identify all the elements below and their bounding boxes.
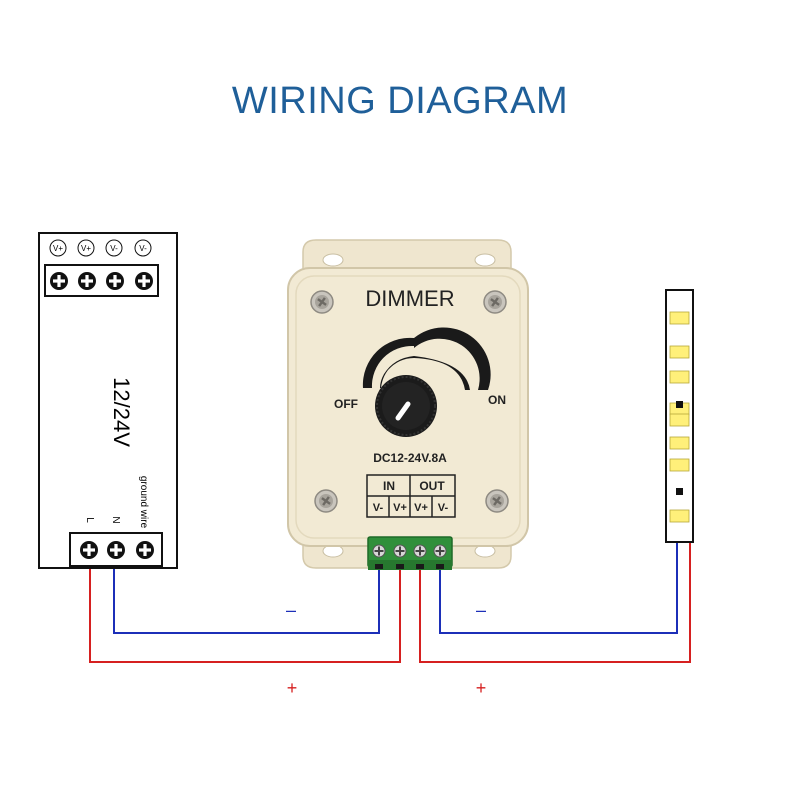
diagram-title: WIRING DIAGRAM — [231, 80, 569, 122]
screw-terminal-icon — [136, 541, 154, 559]
in-pin-label: V+ — [393, 502, 407, 514]
terminal-label-ground: ground wire — [138, 476, 149, 529]
top-terminal-label: V- — [139, 244, 147, 253]
mounting-screw-icon — [485, 489, 509, 513]
mount-hole — [322, 253, 344, 267]
led-strip-resistor — [676, 488, 683, 495]
led-strip-resistor — [676, 401, 683, 408]
top-terminal-labels: V+ V+ V- V- — [49, 239, 152, 257]
screw-terminal-icon — [80, 541, 98, 559]
screw-terminal-icon — [50, 272, 68, 290]
screw-terminal-icon — [372, 544, 386, 558]
screw-terminal-icon — [107, 541, 125, 559]
io-label-table: IN OUT V- V+ V+ V- — [366, 474, 456, 518]
top-terminal-label: V+ — [53, 244, 63, 253]
wires: – – + + — [89, 542, 691, 698]
led-chip-icon — [669, 413, 690, 427]
screw-terminal-icon — [78, 272, 96, 290]
screw-terminal-icon — [135, 272, 153, 290]
led-chip-icon — [669, 345, 690, 359]
out-pin-label: V- — [438, 502, 449, 514]
negative-wire-in — [113, 560, 380, 634]
rotary-knob-icon[interactable] — [375, 375, 437, 437]
mounting-screw-icon — [310, 290, 334, 314]
positive-wire-in — [89, 560, 401, 663]
green-terminal-block — [367, 536, 453, 570]
positive-symbol-out: + — [476, 678, 487, 698]
mounting-screw-icon — [314, 489, 338, 513]
on-label: ON — [488, 393, 506, 407]
negative-symbol-out: – — [476, 600, 486, 620]
led-chip-icon — [669, 370, 690, 384]
top-terminal-label: V- — [110, 244, 118, 253]
negative-symbol-in: – — [286, 600, 296, 620]
led-chip-icon — [669, 509, 690, 523]
out-label: OUT — [419, 479, 445, 493]
dimmer-brand-label: DIMMER — [365, 286, 454, 311]
positive-wire-out — [419, 542, 691, 663]
out-pin-label: V+ — [414, 502, 428, 514]
screw-terminal-icon — [393, 544, 407, 558]
mount-hole — [474, 253, 496, 267]
mounting-screw-icon — [483, 290, 507, 314]
screw-terminal-icon — [413, 544, 427, 558]
power-supply: V+ V+ V- V- 12/24V L N ground wire — [38, 232, 178, 569]
dimmer: DIMMER OFF ON DC12-24V.8A IN OUT V- V+ V — [287, 239, 529, 570]
led-strip — [665, 289, 694, 543]
led-chip-icon — [669, 311, 690, 325]
terminal-label-l: L — [84, 517, 95, 523]
led-chip-icon — [669, 436, 690, 450]
led-chip-icon — [669, 458, 690, 472]
terminal-label-n: N — [110, 516, 121, 523]
rating-label: DC12-24V.8A — [373, 451, 447, 465]
negative-wire-out — [439, 542, 678, 634]
top-terminal-label: V+ — [81, 244, 91, 253]
off-label: OFF — [334, 397, 358, 411]
screw-terminal-icon — [106, 272, 124, 290]
in-pin-label: V- — [373, 502, 384, 514]
screw-terminal-icon — [433, 544, 447, 558]
voltage-label: 12/24V — [109, 377, 134, 447]
in-label: IN — [383, 479, 395, 493]
positive-symbol-in: + — [287, 678, 298, 698]
